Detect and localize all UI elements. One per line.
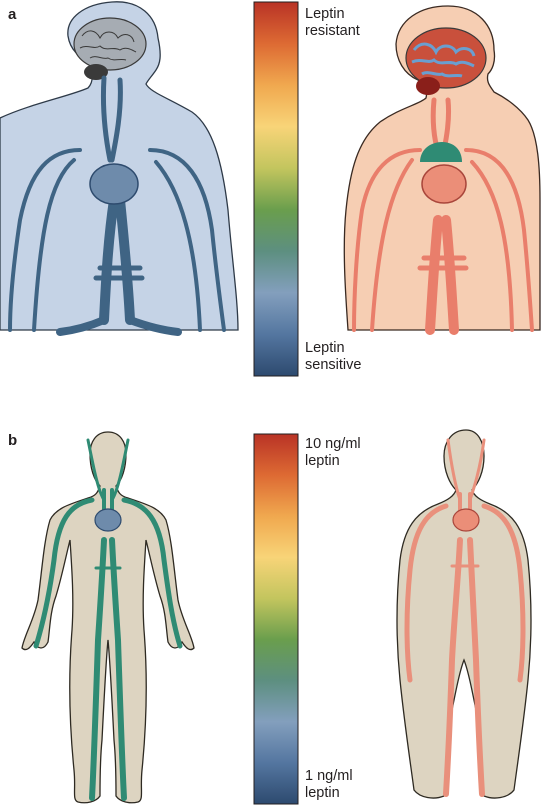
obese-body-figure — [397, 430, 531, 798]
leptin-concentration-scale-bar — [254, 434, 298, 804]
heart-icon — [90, 164, 138, 204]
scale-a-top-label: Leptin resistant — [305, 6, 360, 40]
lean-torso-figure — [0, 2, 238, 332]
obese-torso-figure — [344, 6, 540, 330]
heart-icon-lean-b — [95, 509, 121, 531]
lean-body-figure — [22, 432, 194, 803]
heart-icon-obese — [422, 165, 466, 203]
leptin-resistance-scale-bar — [254, 2, 298, 376]
obese-body-outline — [397, 430, 531, 798]
scale-a-bottom-label: Leptin sensitive — [305, 340, 361, 374]
scale-b-top-label: 10 ng/ml leptin — [305, 436, 361, 470]
scale-b-bottom-label: 1 ng/ml leptin — [305, 768, 353, 802]
heart-icon-obese-b — [453, 509, 479, 531]
lean-body-outline — [22, 432, 194, 803]
